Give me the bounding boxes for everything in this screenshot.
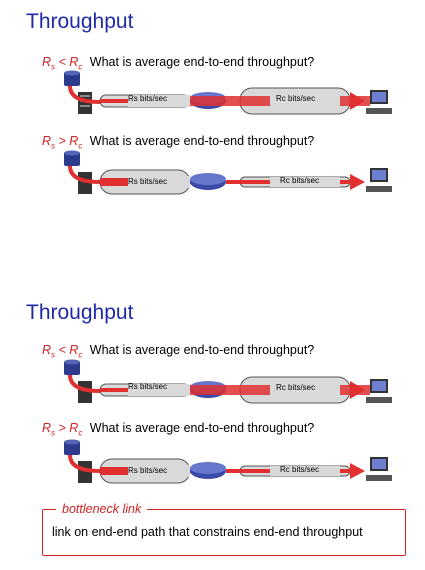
condition-label: Rs > Rc [42,134,83,151]
link-label-left: Rs bits/sec [128,466,168,475]
link-label-left: Rs bits/sec [128,382,168,391]
condition-label: Rs < Rc [42,55,83,72]
bottleneck-definition-box [42,509,406,556]
server-icon [64,439,92,483]
slide-title: Throughput [26,10,134,33]
server-icon [64,359,92,403]
throughput-diagram-thin-left [64,70,392,115]
question-text: What is average end-to-end throughput? [89,55,315,69]
flow-arrow-curve [68,85,101,104]
slide-1: Throughput Rs < Rc What is average end-t… [0,0,425,279]
throughput-diagram-thin-right [64,439,392,484]
condition-label: Rs > Rc [42,421,83,438]
link-label-right: Rc bits/sec [276,94,316,103]
throughput-diagram-thin-right [64,150,392,195]
question-2: Rs > Rc What is average end-to-end throu… [42,134,314,151]
question-1: Rs < Rc What is average end-to-end throu… [42,55,314,72]
computer-icon [366,168,392,192]
computer-icon [366,90,392,114]
computer-icon [366,457,392,481]
question-text: What is average end-to-end throughput? [89,343,315,357]
link-label-left: Rs bits/sec [128,94,168,103]
slide-2: Throughput Rs < Rc What is average end-t… [0,291,425,570]
question-2: Rs > Rc What is average end-to-end throu… [42,421,314,438]
slide-title: Throughput [26,301,134,324]
server-icon [64,150,92,194]
condition-label: Rs < Rc [42,343,83,360]
question-1: Rs < Rc What is average end-to-end throu… [42,343,314,360]
computer-icon [366,379,392,403]
arrow-head [350,92,365,110]
question-text: What is average end-to-end throughput? [89,134,315,148]
server-icon [64,70,92,114]
throughput-diagram-thin-left [64,359,392,404]
question-text: What is average end-to-end throughput? [89,421,315,435]
link-label-left: Rs bits/sec [128,177,168,186]
link-label-right: Rc bits/sec [280,176,320,185]
bottleneck-title: bottleneck link [56,502,148,516]
link-label-right: Rc bits/sec [280,465,320,474]
bottleneck-text: link on end-end path that constrains end… [52,525,363,539]
link-label-right: Rc bits/sec [276,383,316,392]
